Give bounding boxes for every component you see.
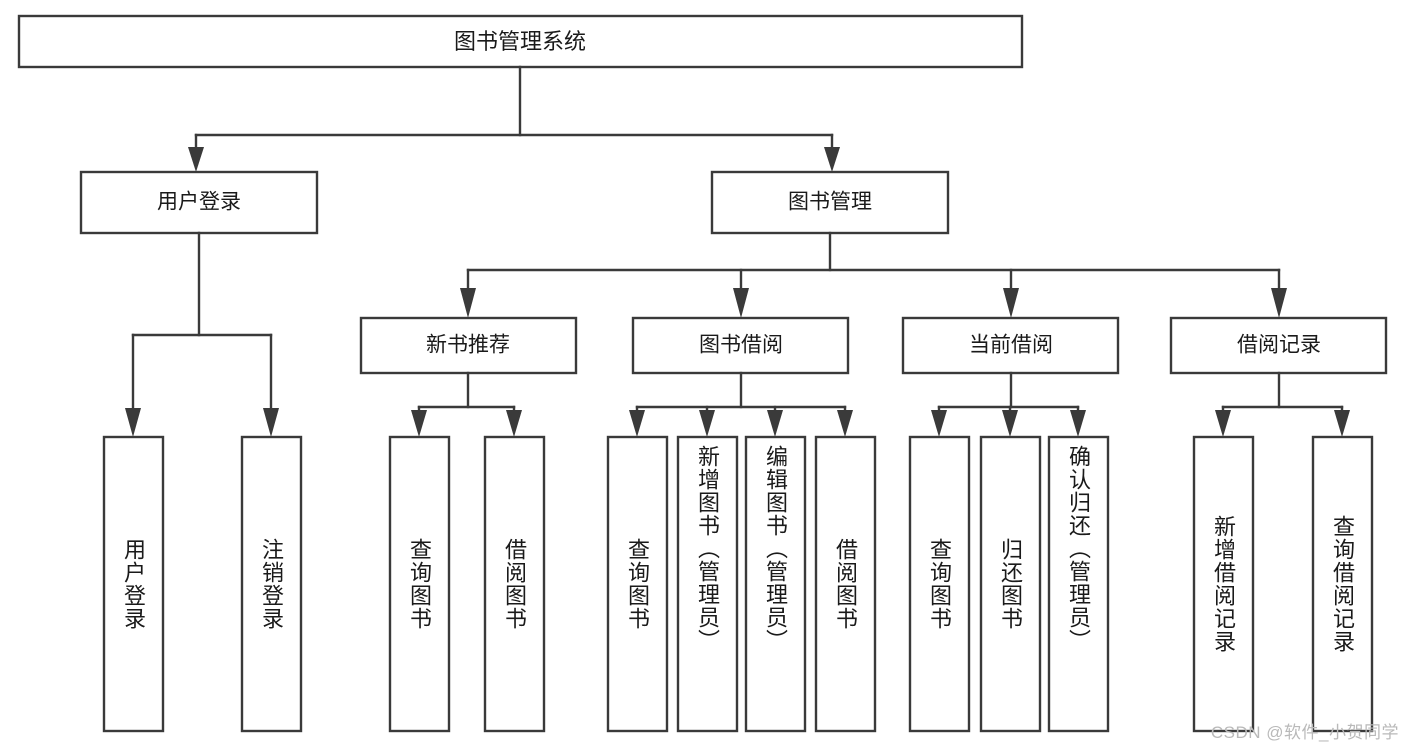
node-current-borrow-box[interactable] <box>901 316 1120 375</box>
arrow-head-new-book-0 <box>411 410 427 437</box>
leaf-box-book-borrow-2[interactable] <box>744 435 807 733</box>
node-root-box[interactable] <box>17 14 1024 69</box>
leaf-box-book-borrow-1[interactable] <box>676 435 739 733</box>
node-current-borrow[interactable]: 当前借阅 <box>901 316 1120 375</box>
arrow-head-level2-1 <box>733 288 749 318</box>
leaf-box-current-borrow-0[interactable] <box>908 435 971 733</box>
arrow-head-level1-0 <box>188 147 204 172</box>
arrow-head-user-login-1 <box>263 408 279 437</box>
arrow-head-borrow-record-1 <box>1334 410 1350 437</box>
arrow-head-current-borrow-0 <box>931 410 947 437</box>
node-user-login[interactable]: 用户登录 <box>79 170 319 235</box>
node-new-book-recommend-box[interactable] <box>359 316 578 375</box>
arrow-head-current-borrow-2 <box>1070 410 1086 437</box>
leaf-box-book-borrow-3[interactable] <box>814 435 877 733</box>
node-book-borrow-box[interactable] <box>631 316 850 375</box>
node-borrow-record-box[interactable] <box>1169 316 1388 375</box>
node-new-book-recommend[interactable]: 新书推荐 <box>359 316 578 375</box>
node-book-management-label: 图书管理 <box>788 191 872 214</box>
node-borrow-record-label: 借阅记录 <box>1237 334 1321 357</box>
arrow-head-level1-1 <box>824 147 840 172</box>
node-root-label: 图书管理系统 <box>454 29 586 54</box>
leaf-box-borrow-record-1[interactable] <box>1311 435 1374 733</box>
node-root[interactable]: 图书管理系统 <box>17 14 1024 69</box>
arrow-head-level2-2 <box>1003 288 1019 318</box>
arrow-head-book-borrow-0 <box>629 410 645 437</box>
leaf-box-current-borrow-2[interactable] <box>1047 435 1110 733</box>
node-borrow-record[interactable]: 借阅记录 <box>1169 316 1388 375</box>
leaf-box-borrow-record-0[interactable] <box>1192 435 1255 733</box>
arrow-head-book-borrow-3 <box>837 410 853 437</box>
node-user-login-label: 用户登录 <box>157 191 241 214</box>
leaf-box-new-book-0[interactable] <box>388 435 451 733</box>
node-book-borrow-label: 图书借阅 <box>699 334 783 357</box>
arrow-head-level2-3 <box>1271 288 1287 318</box>
arrow-head-book-borrow-1 <box>699 410 715 437</box>
node-book-management[interactable]: 图书管理 <box>710 170 950 235</box>
watermark-label: CSDN @软件_小贺同学 <box>1210 723 1399 742</box>
leaf-box-new-book-1[interactable] <box>483 435 546 733</box>
arrow-head-user-login-0 <box>125 408 141 437</box>
arrow-head-book-borrow-2 <box>767 410 783 437</box>
node-new-book-recommend-label: 新书推荐 <box>426 334 510 357</box>
leaf-box-current-borrow-1[interactable] <box>979 435 1042 733</box>
leaf-box-book-borrow-0[interactable] <box>606 435 669 733</box>
node-book-management-box[interactable] <box>710 170 950 235</box>
node-current-borrow-label: 当前借阅 <box>969 334 1053 357</box>
arrow-head-current-borrow-1 <box>1002 410 1018 437</box>
arrow-head-level2-0 <box>460 288 476 318</box>
arrow-head-new-book-1 <box>506 410 522 437</box>
leaf-box-user-login-1[interactable] <box>240 435 303 733</box>
arrow-head-borrow-record-0 <box>1215 410 1231 437</box>
leaf-box-user-login-0[interactable] <box>102 435 165 733</box>
node-book-borrow[interactable]: 图书借阅 <box>631 316 850 375</box>
